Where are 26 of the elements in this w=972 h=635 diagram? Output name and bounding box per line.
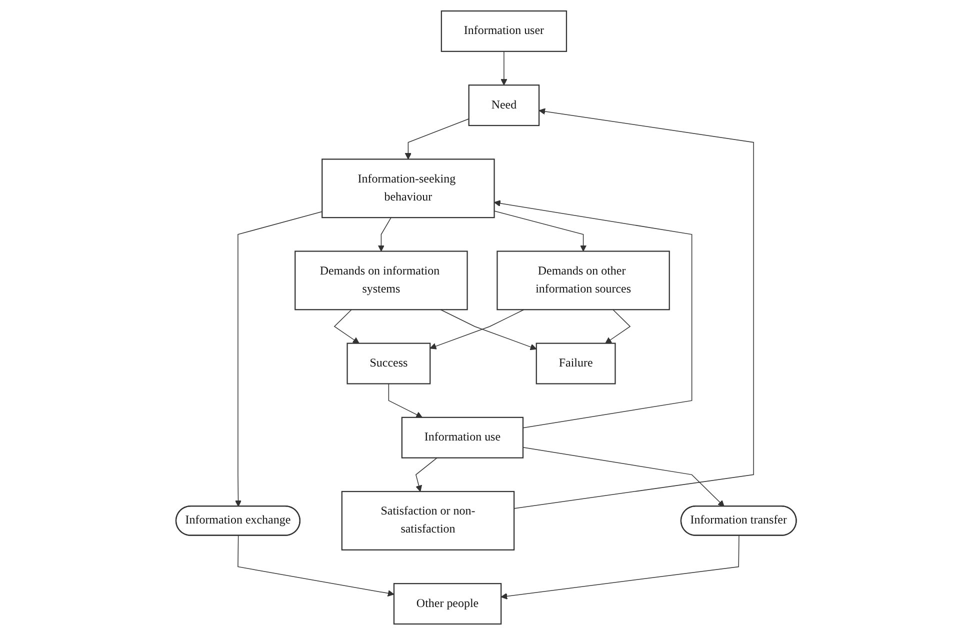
arrow <box>500 51 508 86</box>
arrow <box>522 447 724 507</box>
arrow <box>237 535 394 597</box>
node-box: Demands on information systems <box>294 250 468 310</box>
node-box: Satisfaction or non-satisfaction <box>341 490 514 550</box>
node-box: Demands on other information sources <box>496 250 670 310</box>
node-box: Information-seeking behaviour <box>321 158 495 218</box>
node-box: Information use <box>401 416 524 458</box>
arrow <box>500 535 740 600</box>
arrow <box>334 309 360 344</box>
arrow <box>440 309 537 350</box>
arrow <box>514 108 754 509</box>
arrow <box>388 383 422 418</box>
arrow <box>404 118 470 160</box>
arrow <box>494 210 586 252</box>
arrow <box>604 309 631 344</box>
arrow <box>234 211 322 507</box>
node-box: Success <box>346 342 431 384</box>
node-box: Need <box>468 84 540 126</box>
arrow <box>378 217 392 252</box>
arrow <box>415 457 438 492</box>
arrow <box>494 200 692 428</box>
node-box: Other people <box>393 583 502 625</box>
node-box: Failure <box>536 342 616 384</box>
node-box: Information user <box>440 10 567 52</box>
arrow <box>430 309 524 350</box>
